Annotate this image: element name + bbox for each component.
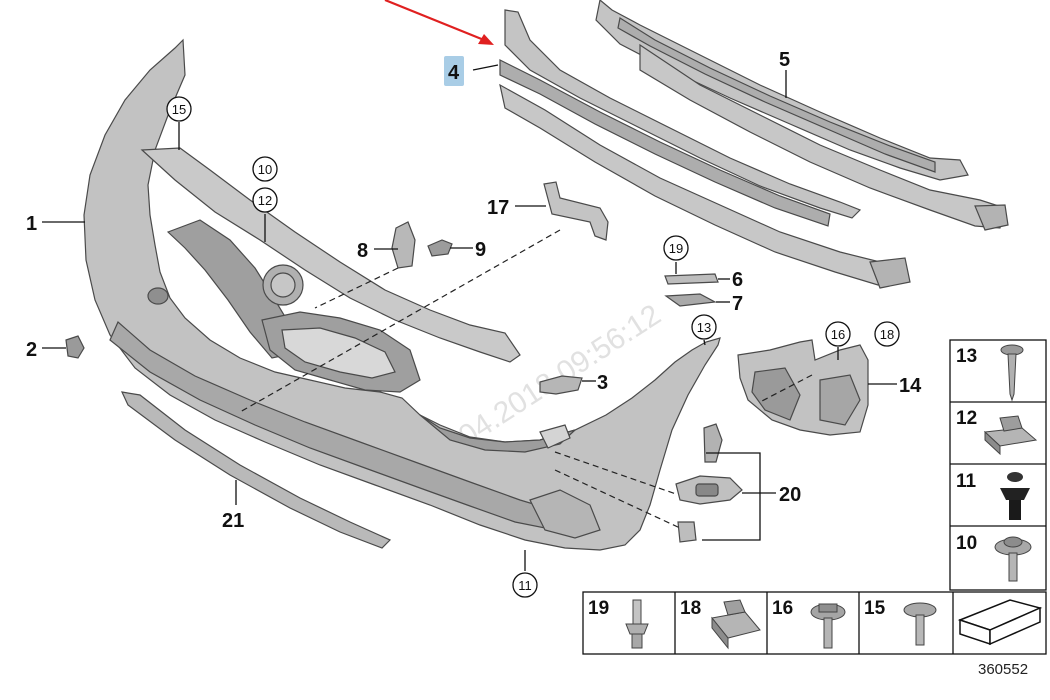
red-arrow-icon: [384, 0, 494, 45]
panel-arrow-icon: [957, 599, 1043, 646]
fastener-table-side: 13 12 11 10: [949, 339, 1047, 591]
table-label-12: 12: [956, 408, 977, 429]
svg-text:15: 15: [172, 102, 186, 117]
part-8-clip: [391, 221, 416, 269]
push-rivet-icon: [1000, 472, 1030, 520]
catalog-number: 360552: [978, 661, 1028, 678]
callout-7: 7: [732, 293, 743, 315]
circle-callout-19: 19: [663, 235, 689, 261]
assembly-line-20b: [554, 469, 681, 529]
callout-2: 2: [26, 339, 37, 361]
part-5-upper-carrier: [595, 0, 1009, 231]
assembly-line-20a: [554, 451, 677, 495]
circle-callout-11: 11: [512, 572, 538, 598]
table-label-15: 15: [864, 598, 886, 619]
assembly-line-8: [314, 267, 399, 309]
callout-8: 8: [357, 240, 368, 262]
leader-lines: [42, 64, 897, 571]
clip-nut-icon: [983, 415, 1038, 456]
circle-callout-18: 18: [874, 321, 900, 347]
spreader-rivet-icon: [625, 599, 649, 649]
fastener-table-bottom: 19 18 16 15: [582, 591, 1047, 655]
part-14-side-bracket: [737, 339, 869, 436]
part-21-lower-strip: [120, 391, 392, 549]
table-label-13: 13: [956, 346, 977, 367]
part-20-hook-group: [675, 423, 743, 543]
table-label-18: 18: [680, 598, 701, 619]
circle-callout-15: 15: [166, 96, 192, 122]
callout-3: 3: [597, 372, 608, 394]
spring-clip-icon: [711, 599, 761, 650]
flange-bolt-icon: [810, 603, 846, 649]
table-label-10: 10: [956, 533, 977, 554]
callout-4-highlight: [444, 56, 464, 86]
circle-callout-13: 13: [691, 314, 717, 340]
circle-callout-10: 10: [252, 156, 278, 182]
callout-5: 5: [779, 49, 790, 71]
callout-4: 4: [448, 62, 460, 84]
table-label-11: 11: [956, 471, 977, 492]
part-4-lower-carrier: [499, 9, 911, 289]
svg-text:13: 13: [697, 320, 711, 335]
part-7-strip: [664, 293, 717, 307]
callout-20: 20: [779, 484, 801, 506]
part-6-strip: [664, 273, 719, 285]
table-label-16: 16: [772, 598, 793, 619]
part-2-cap: [65, 335, 85, 359]
svg-text:12: 12: [258, 193, 272, 208]
circle-callout-16: 16: [825, 321, 851, 347]
assembly-line-17: [239, 229, 561, 413]
callout-17: 17: [487, 197, 509, 219]
callout-6: 6: [732, 269, 743, 291]
svg-text:16: 16: [831, 327, 845, 342]
callout-14: 14: [899, 375, 922, 397]
part-10-12-grille-trim: [140, 147, 521, 393]
svg-text:11: 11: [518, 578, 532, 593]
svg-text:19: 19: [669, 241, 683, 256]
svg-text:18: 18: [880, 327, 894, 342]
callout-21: 21: [222, 510, 244, 532]
table-label-19: 19: [588, 598, 609, 619]
pan-screw-icon: [903, 602, 937, 646]
collar-bolt-icon: [994, 536, 1032, 582]
screw-icon: [1000, 344, 1024, 402]
circle-callout-12: 12: [252, 187, 278, 213]
svg-text:10: 10: [258, 162, 272, 177]
part-1-bumper-cover: [83, 38, 721, 551]
part-9-clip: [427, 239, 453, 257]
part-17-bracket: [543, 181, 609, 241]
callout-1: 1: [26, 213, 37, 235]
part-3-cover: [539, 375, 583, 395]
callout-9: 9: [475, 239, 486, 261]
